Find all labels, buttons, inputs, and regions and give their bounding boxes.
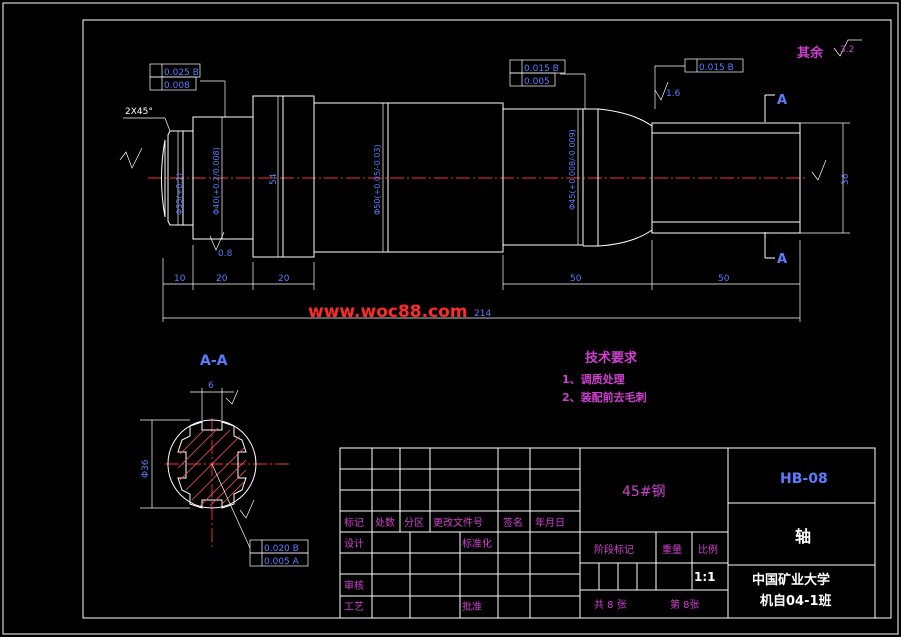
drawing-text: www.woc88.com 其余 3.2 2X45° A A A-A 0.025…: [125, 45, 854, 613]
tol-mid-runout: 0.015 B: [524, 64, 559, 74]
dim-36: 36: [841, 173, 851, 185]
roughness-other-label: 其余: [797, 45, 824, 61]
tb-col-date: 年月日: [535, 516, 565, 529]
tb-approve: 批准: [462, 600, 482, 613]
tb-design: 设计: [344, 537, 364, 550]
tol-section-parallel: 0.020 B: [264, 544, 299, 554]
dim-20a: 20: [216, 274, 228, 284]
dim-50a: 50: [570, 274, 582, 284]
dim-dia40: Φ40(+0.2/0.008): [212, 147, 221, 215]
dimension-lines: [119, 39, 862, 322]
dim-dia36-section: Φ36: [141, 459, 151, 478]
tb-stage: 阶段标记: [594, 543, 634, 556]
tb-material: 45#钢: [622, 484, 666, 500]
tb-col-count: 处数: [375, 516, 395, 529]
dim-dia50: Φ50(+0.05/-0.03): [373, 144, 382, 215]
tb-sheet-no: 第 8张: [670, 598, 700, 611]
watermark: www.woc88.com: [308, 302, 468, 322]
tech-req-item-1: 1、调质处理: [562, 372, 625, 386]
tol-mid-cyl: 0.005: [524, 77, 550, 87]
section-view: [140, 388, 292, 550]
tb-process: 工艺: [344, 601, 364, 613]
roughness-other-value: 3.2: [840, 45, 854, 55]
tech-req-title: 技术要求: [585, 350, 638, 366]
tb-weight: 重量: [662, 543, 682, 556]
section-mark-top: A: [777, 93, 787, 108]
tb-col-sign: 签名: [503, 516, 523, 529]
shaft-seg-45: [502, 108, 584, 246]
rough-08: 0.8: [218, 249, 233, 259]
tb-drawing-no: HB-08: [780, 471, 828, 487]
dim-dia35: Φ35(+0.1): [175, 173, 184, 215]
dim-dia45: Φ45(+0.008/-0.009): [568, 129, 577, 210]
tol-section-sym: 0.005 A: [264, 557, 300, 567]
tb-scale-label: 比例: [698, 543, 718, 556]
dim-20b: 20: [278, 274, 290, 284]
tol-right-runout: 0.015 B: [699, 63, 734, 73]
section-mark-bottom: A: [777, 252, 787, 267]
tb-class: 机自04-1班: [760, 593, 832, 609]
rough-16: 1.6: [666, 89, 681, 99]
tolerance-frame-boxes: [149, 58, 744, 567]
tb-school: 中国矿业大学: [752, 572, 830, 588]
drawing-frame: [82, 19, 892, 619]
shaft-main-view: [148, 95, 808, 258]
tb-col-mark: 标记: [344, 517, 364, 529]
tol-left-runout: 0.025 B: [164, 68, 199, 78]
tb-col-zone: 分区: [404, 517, 424, 529]
dim-10: 10: [174, 274, 186, 284]
dim-key6: 6: [208, 381, 214, 391]
dim-50b: 50: [718, 274, 730, 284]
dim-54: 54: [269, 173, 279, 185]
tb-part-name: 轴: [795, 527, 811, 546]
tech-req-item-2: 2、装配前去毛刺: [562, 390, 647, 404]
tb-col-change: 更改文件号: [433, 516, 483, 529]
chamfer-label: 2X45°: [125, 107, 153, 117]
tb-review: 审核: [344, 579, 364, 592]
tb-sheets-total: 共 8 张: [594, 599, 627, 611]
spline-profile: [177, 421, 247, 509]
tol-left-cyl: 0.008: [164, 81, 190, 91]
title-block-grid: [339, 447, 876, 619]
tb-standard: 标准化: [462, 537, 492, 550]
tb-scale-value: 1:1: [694, 570, 716, 584]
dim-total: 214: [474, 309, 491, 319]
section-view-label: A-A: [200, 353, 228, 369]
